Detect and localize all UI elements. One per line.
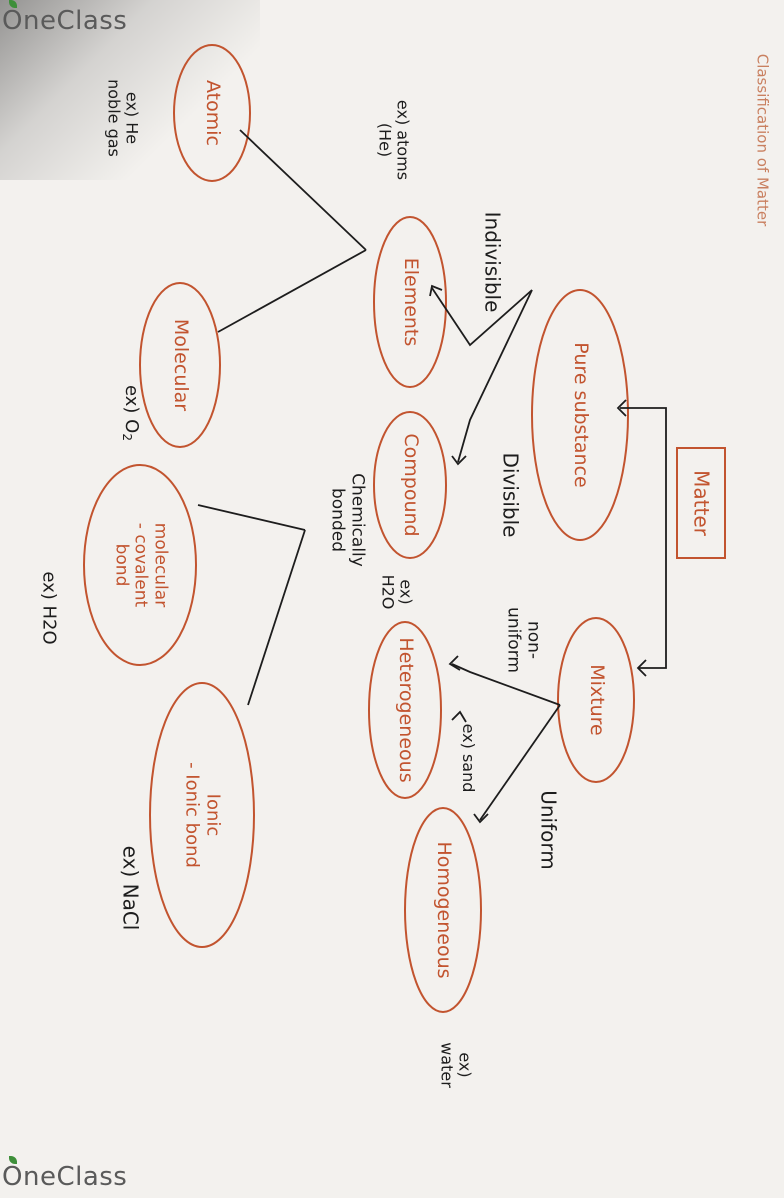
example-ionic: ex) NaCl bbox=[118, 845, 143, 931]
homogeneous-ellipse bbox=[404, 807, 482, 1013]
page-title: Classification of Matter bbox=[753, 53, 772, 227]
example-atomic: ex) He noble gas bbox=[104, 79, 141, 157]
matter-box bbox=[676, 447, 726, 559]
molecular-compound-ellipse bbox=[83, 464, 197, 666]
example-elements-line-1: ex) atoms bbox=[393, 99, 413, 181]
edge-label-non-uniform: non- uniform bbox=[503, 607, 544, 673]
mixture-to-heterogeneous bbox=[451, 663, 561, 706]
atomic-ellipse bbox=[173, 44, 251, 182]
node-ionic: Ionic - Ionic bond bbox=[181, 762, 224, 868]
ionic-line-2: - Ionic bond bbox=[182, 762, 203, 868]
arrowhead bbox=[616, 399, 627, 417]
edge-label-indivisible: Indivisible bbox=[480, 211, 505, 313]
mixture-to-homogeneous bbox=[479, 704, 561, 821]
node-matter: Matter bbox=[689, 470, 714, 536]
elements-ellipse bbox=[373, 216, 447, 388]
example-atomic-line-2: noble gas bbox=[104, 79, 123, 157]
pure-to-compound bbox=[457, 289, 533, 463]
arrowhead bbox=[473, 813, 489, 824]
elements-to-atomic bbox=[239, 129, 367, 251]
arrowhead bbox=[451, 455, 467, 466]
example-molecular-subscript: 2 bbox=[119, 433, 134, 441]
matter-connector bbox=[620, 407, 667, 493]
edge-label-divisible: Divisible bbox=[498, 452, 523, 538]
example-molecular-text: ex) O bbox=[120, 385, 142, 434]
molecular-element-ellipse bbox=[139, 282, 221, 448]
arrowhead bbox=[429, 284, 443, 297]
matter-to-mixture bbox=[638, 493, 667, 669]
non-uniform-line-1: non- bbox=[523, 620, 544, 660]
molecular-compound-line-3: bond bbox=[111, 543, 132, 587]
heterogeneous-ellipse bbox=[368, 621, 442, 799]
non-uniform-line-2: uniform bbox=[504, 607, 524, 673]
connectors bbox=[197, 129, 667, 824]
example-atomic-line-1: ex) He bbox=[122, 91, 142, 145]
node-mixture: Mixture bbox=[585, 664, 608, 736]
edge-label-uniform: Uniform bbox=[536, 790, 561, 870]
node-pure-substance: Pure substance bbox=[569, 342, 592, 488]
squiggle bbox=[451, 710, 467, 723]
logo-text: OneClass bbox=[2, 1162, 128, 1192]
logo-text: OneClass bbox=[2, 6, 128, 36]
example-elements: ex) atoms (He) bbox=[375, 100, 412, 180]
example-homogeneous-line-2: water bbox=[437, 1042, 456, 1088]
oneclass-logo-top: OneClass bbox=[2, 0, 128, 36]
node-compound: Compound bbox=[399, 433, 422, 537]
example-molecular: ex) O2 bbox=[119, 385, 142, 441]
node-atomic: Atomic bbox=[201, 80, 224, 146]
node-heterogeneous: Heterogeneous bbox=[394, 637, 417, 783]
example-homogeneous-line-1: ex) bbox=[455, 1052, 475, 1078]
leaf-icon bbox=[9, 0, 17, 8]
node-homogeneous: Homogeneous bbox=[432, 841, 455, 979]
compound-to-molecular bbox=[197, 504, 306, 531]
arrowhead bbox=[448, 655, 461, 671]
example-compound-line-2: H2O bbox=[378, 574, 397, 610]
molecular-compound-line-2: - covalent bbox=[130, 522, 151, 608]
node-elements: Elements bbox=[399, 257, 422, 347]
arrowhead bbox=[636, 659, 647, 677]
mixture-ellipse bbox=[557, 617, 635, 783]
ionic-ellipse bbox=[149, 682, 255, 948]
pure-to-elements bbox=[431, 287, 533, 347]
leaf-icon bbox=[9, 1156, 17, 1164]
molecular-compound-line-1: molecular bbox=[150, 522, 171, 608]
node-molecular-element: Molecular bbox=[169, 318, 192, 412]
example-compound-line-1: ex) bbox=[396, 579, 416, 605]
chemically-bonded-line-2: bonded bbox=[328, 487, 348, 553]
elements-to-molecular bbox=[217, 249, 367, 333]
compound-to-ionic bbox=[247, 529, 306, 706]
oneclass-logo-bottom: OneClass bbox=[2, 1156, 128, 1192]
example-heterogeneous: ex) sand bbox=[459, 723, 479, 793]
node-molecular-compound: molecular - covalent bond bbox=[111, 523, 170, 607]
chemically-bonded-line-1: Chemically bbox=[347, 473, 368, 567]
example-molecular-compound: ex) H2O bbox=[38, 571, 60, 645]
pure-substance-ellipse bbox=[531, 289, 629, 541]
example-compound: ex) H2O bbox=[378, 575, 415, 610]
example-elements-line-2: (He) bbox=[375, 122, 394, 158]
example-homogeneous: ex) water bbox=[437, 1042, 474, 1088]
compound-ellipse bbox=[373, 411, 447, 559]
edge-label-chemically-bonded: Chemically bonded bbox=[327, 473, 368, 567]
ionic-line-1: Ionic bbox=[202, 793, 224, 837]
